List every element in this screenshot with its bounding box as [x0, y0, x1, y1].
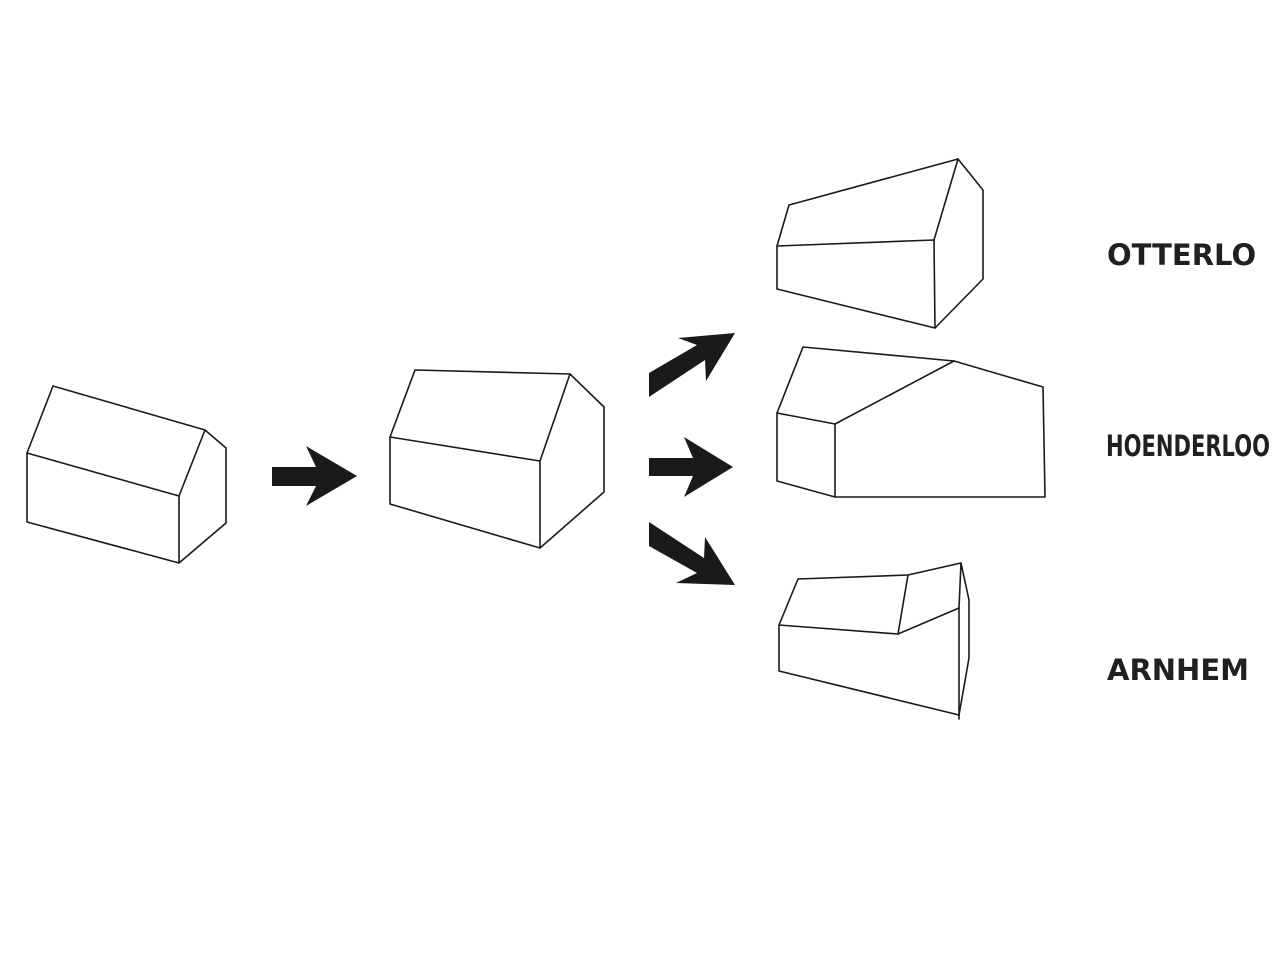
label-otterlo: OTTERLO	[1107, 238, 1256, 272]
label-hoenderloo: HOENDERLOO	[1106, 429, 1270, 463]
label-arnhem: ARNHEM	[1107, 653, 1249, 687]
arrow-right-icon	[272, 446, 357, 506]
original-house	[26, 385, 227, 564]
intermediate-house	[389, 369, 605, 549]
otterlo-house	[776, 158, 984, 329]
arrow-down-right-icon	[649, 522, 735, 585]
arrow-up-right-icon	[649, 333, 735, 397]
arnhem-house	[778, 562, 970, 720]
hoenderloo-house	[776, 346, 1046, 498]
arrow-right-icon	[649, 437, 733, 497]
